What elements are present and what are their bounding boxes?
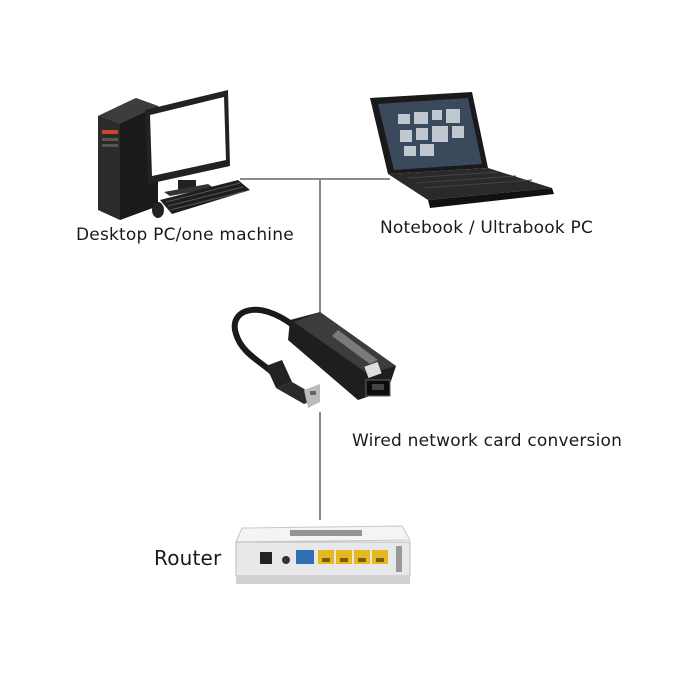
notebook-label: Notebook / Ultrabook PC: [380, 218, 594, 238]
connector-horizontal: [240, 178, 390, 180]
desktop-pc-icon: [98, 90, 250, 220]
usb-ethernet-adapter-icon: [231, 306, 396, 408]
router-label: Router: [154, 546, 222, 570]
laptop-icon: [370, 92, 554, 208]
router-icon: [235, 525, 411, 584]
adapter-label: Wired network card conversion: [352, 431, 623, 451]
desktop-label: Desktop PC/one machine: [76, 225, 294, 245]
connector-vertical-bottom: [319, 412, 321, 520]
connector-vertical-top: [319, 178, 321, 318]
